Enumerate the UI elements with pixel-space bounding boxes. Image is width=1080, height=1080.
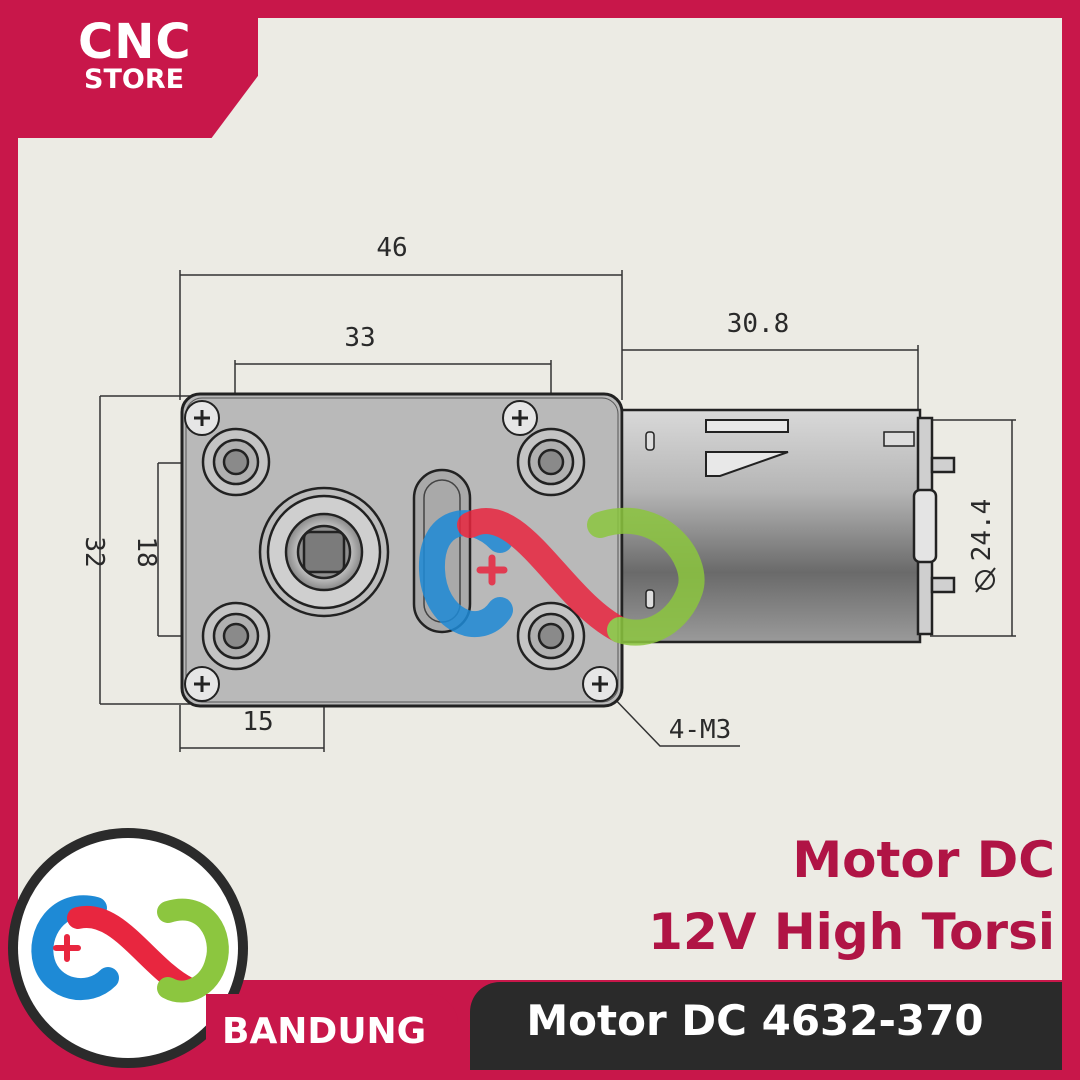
output-shaft [258, 486, 390, 618]
brand-badge [18, 838, 238, 1058]
dim-motor-length: 30.8 [727, 309, 790, 339]
product-name-box [470, 982, 1062, 1070]
dim-vertical-spacing: 18 [131, 536, 161, 567]
dim-diameter: 24.4 [967, 499, 997, 562]
corner-screws [184, 400, 618, 702]
logo-store-text: STORE [84, 64, 185, 95]
city-label-box [206, 994, 458, 1066]
dim-shaft-offset: 15 [242, 707, 273, 737]
city-label: BANDUNG [222, 1011, 427, 1052]
watermark-logo [419, 507, 705, 646]
diameter-symbol [975, 567, 996, 593]
mounting-bosses [201, 427, 586, 671]
infinity-logo-icon [31, 895, 229, 1003]
gearbox-plate [180, 392, 624, 708]
dim-hole-spacing: 33 [344, 323, 375, 353]
product-title-line2: 12V High Torsi [648, 903, 1055, 961]
dim-screw-spec: 4-M3 [669, 715, 732, 745]
product-model-name: Motor DC 4632-370 [526, 996, 984, 1045]
dim-overall-width: 46 [376, 233, 407, 263]
logo-cnc-text: CNC [78, 14, 192, 70]
logo-tab [0, 0, 258, 138]
product-title-line1: Motor DC [792, 831, 1055, 889]
dim-height: 32 [79, 536, 109, 567]
